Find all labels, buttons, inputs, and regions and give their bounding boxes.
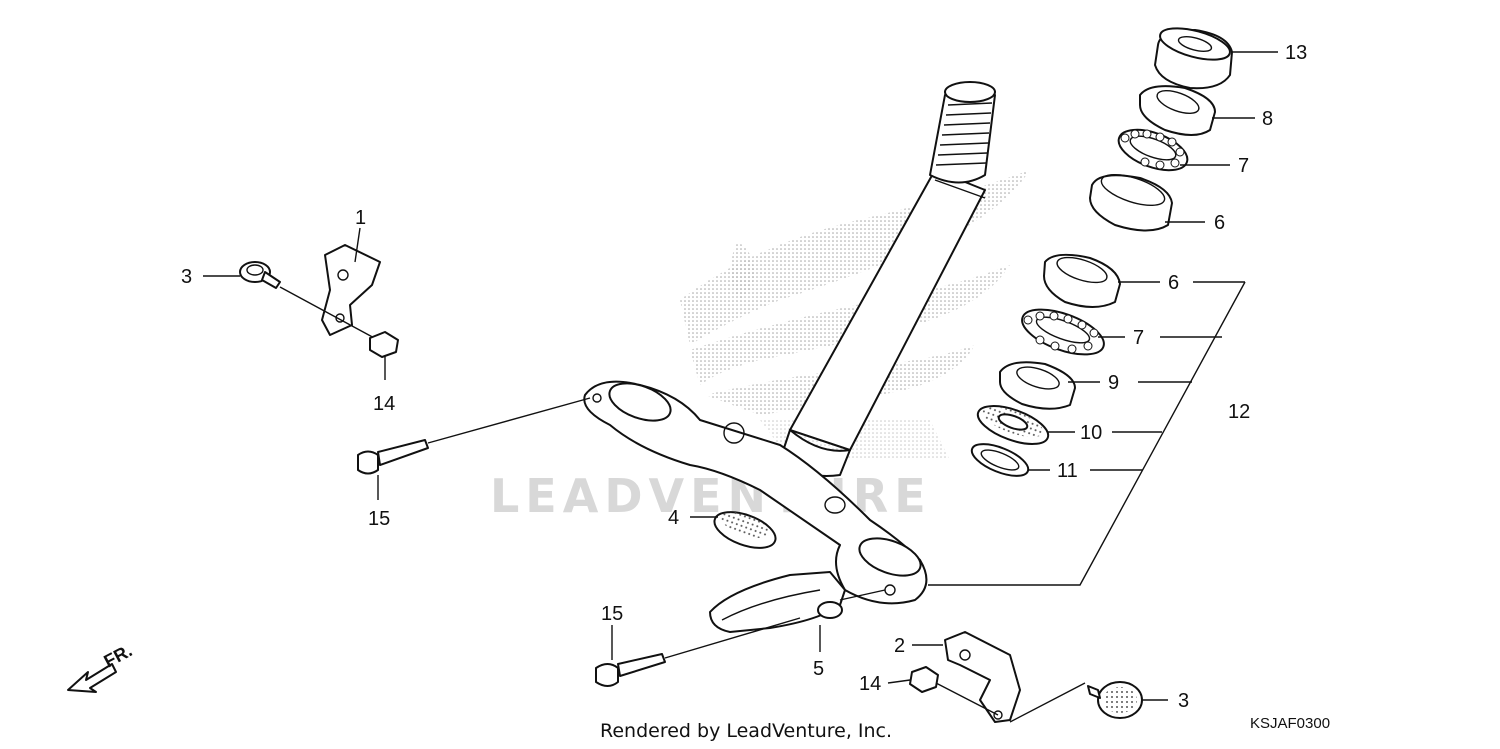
part-15-bolt-lower — [595, 653, 666, 687]
part-15-bolt-upper — [357, 439, 429, 475]
callout-15-upper: 15 — [368, 508, 390, 530]
callout-labels: 1 3 14 15 4 5 15 2 14 3 13 8 7 6 6 7 9 1… — [181, 42, 1307, 712]
footer-credit: Rendered by LeadVenture, Inc. — [600, 720, 892, 742]
callout-13: 13 — [1285, 42, 1307, 64]
callout-15-lower: 15 — [601, 603, 623, 625]
callout-3-right: 3 — [1178, 690, 1189, 712]
callout-9: 9 — [1108, 372, 1119, 394]
part-13-adjusting-nut — [1154, 27, 1233, 90]
callout-4: 4 — [668, 507, 679, 529]
callout-14-upper: 14 — [373, 393, 395, 415]
callout-2: 2 — [894, 635, 905, 657]
part-8-race-top — [1139, 85, 1216, 136]
part-1-bracket — [321, 244, 381, 336]
part-14-nut-upper — [369, 331, 399, 358]
leader-lines — [203, 51, 1278, 701]
bottom-bridge — [583, 380, 928, 605]
callout-6-lower: 6 — [1168, 272, 1179, 294]
part-10-dust-seal — [976, 405, 1050, 445]
callout-14-lower: 14 — [859, 673, 881, 695]
part-7-ball-bearing-lower — [1021, 308, 1105, 356]
callout-1: 1 — [355, 207, 366, 229]
callout-7-upper: 7 — [1238, 155, 1249, 177]
callout-7-lower: 7 — [1133, 327, 1144, 349]
part-3-grommet-left — [239, 261, 281, 289]
part-6-race-upper — [1089, 173, 1173, 232]
callout-3-left: 3 — [181, 266, 192, 288]
front-direction-arrow: FR. — [67, 640, 135, 693]
callout-5: 5 — [813, 658, 824, 680]
part-2-bracket — [944, 631, 1021, 723]
callout-8: 8 — [1262, 108, 1273, 130]
part-4-grommet — [713, 511, 777, 549]
callout-12: 12 — [1228, 401, 1250, 423]
part-7-ball-bearing-upper — [1117, 128, 1189, 172]
diagram-code: KSJAF0300 — [1250, 715, 1330, 732]
part-9-race-lower — [999, 361, 1076, 410]
part-3-grommet-right — [1087, 681, 1143, 719]
steering-stem — [779, 81, 996, 477]
part-6-race-lower — [1043, 253, 1121, 308]
callout-6-upper: 6 — [1214, 212, 1225, 234]
callout-10: 10 — [1080, 422, 1102, 444]
part-11-washer — [970, 443, 1030, 477]
part-14-nut-lower — [909, 666, 939, 693]
callout-11: 11 — [1057, 460, 1078, 482]
part-5-cable-guide — [709, 571, 846, 633]
